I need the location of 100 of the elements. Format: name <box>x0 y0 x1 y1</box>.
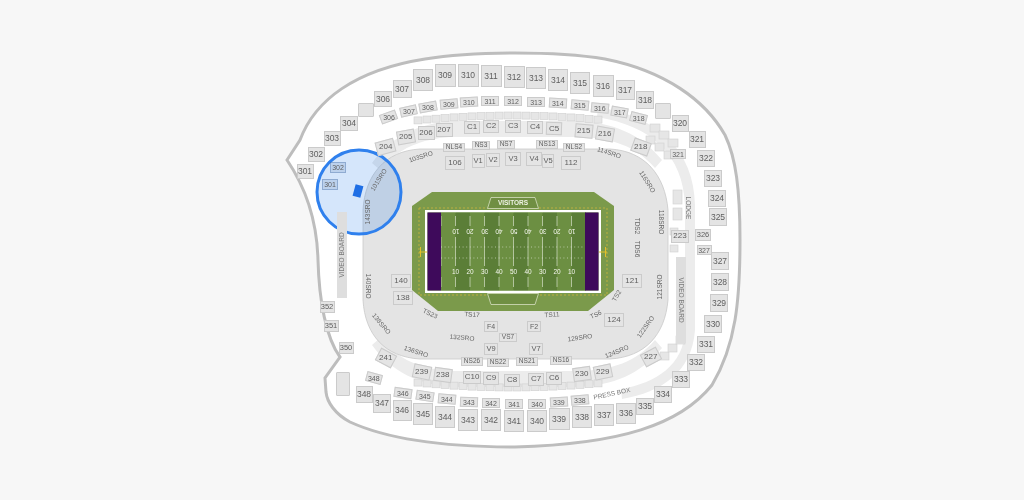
section-number: 140 <box>394 277 408 285</box>
section-number: 241 <box>379 354 393 362</box>
seat-section <box>594 404 614 426</box>
seat-section <box>503 66 525 88</box>
section-number: 124 <box>607 316 621 324</box>
section-number: 205 <box>399 133 413 141</box>
section-number: 301 <box>297 166 313 176</box>
section-number: 321 <box>689 134 705 144</box>
section-number: 334 <box>655 389 671 399</box>
section-number: 342 <box>483 415 499 425</box>
seat-section <box>437 393 457 405</box>
section-number: 336 <box>618 408 634 418</box>
section-number: 322 <box>698 153 714 163</box>
section-number: C5 <box>548 124 560 132</box>
section-number: 327 <box>712 256 728 266</box>
section-number: 215 <box>577 127 591 135</box>
section-number: 324 <box>709 193 725 203</box>
end-zone-banner <box>487 293 539 305</box>
section-number: 227 <box>644 353 658 361</box>
section-number: 239 <box>415 368 429 376</box>
section-number: 318 <box>637 95 653 105</box>
section-number: 331 <box>698 339 714 349</box>
seat-section <box>570 394 590 406</box>
section-number: 347 <box>374 398 390 408</box>
section-number: C10 <box>464 373 480 381</box>
section-number: 345 <box>415 409 431 419</box>
seat-section <box>459 96 479 108</box>
seat-section <box>480 65 502 87</box>
seat-section <box>655 103 671 119</box>
section-number: 313 <box>528 73 544 83</box>
section-number: 306 <box>375 94 391 104</box>
seat-section <box>548 408 570 430</box>
seat-section <box>548 69 568 91</box>
seat-section <box>459 396 479 408</box>
section-number: C7 <box>530 375 542 383</box>
section-number: 348 <box>356 389 372 399</box>
section-number: 323 <box>705 173 721 183</box>
seat-section <box>549 396 569 408</box>
section-number: C3 <box>507 122 519 130</box>
section-number: 325 <box>710 212 726 222</box>
section-number: 339 <box>551 414 567 424</box>
section-number: 302 <box>308 149 324 159</box>
section-number: C9 <box>485 374 497 382</box>
section-number: 310 <box>460 70 476 80</box>
section-number: 320 <box>672 118 688 128</box>
seat-section <box>439 98 459 110</box>
section-number: C2 <box>485 122 497 130</box>
seat-section <box>336 372 350 396</box>
section-number: 338 <box>574 412 590 422</box>
section-number: 314 <box>550 75 566 85</box>
section-number: 230 <box>575 370 589 378</box>
seat-section <box>548 97 568 109</box>
section-number: 333 <box>673 374 689 384</box>
seat-section <box>570 99 590 111</box>
section-number: 229 <box>596 368 610 376</box>
seat-section <box>458 409 478 431</box>
section-number: 204 <box>378 143 392 151</box>
section-number: 138 <box>396 294 410 302</box>
seat-section <box>572 406 592 428</box>
section-number: 316 <box>595 81 611 91</box>
section-number: 223 <box>673 232 687 240</box>
seat-section <box>710 294 728 312</box>
section-number: 317 <box>617 85 633 95</box>
seat-section <box>709 208 727 226</box>
section-number: 344 <box>437 412 453 422</box>
section-number: C1 <box>466 123 478 131</box>
section-number: 346 <box>394 405 410 415</box>
section-number: 304 <box>341 118 357 128</box>
section-number: 330 <box>705 319 721 329</box>
seat-section <box>526 67 546 89</box>
section-number: 312 <box>506 72 522 82</box>
section-number: 328 <box>712 277 728 287</box>
section-number: 337 <box>596 410 612 420</box>
section-number: 303 <box>324 133 340 143</box>
seat-section <box>590 102 610 114</box>
section-number: 309 <box>437 70 453 80</box>
seat-section <box>435 406 455 428</box>
video-board <box>676 257 686 343</box>
seat-section <box>481 409 501 431</box>
seat-section <box>711 273 729 291</box>
seat-section <box>504 410 524 432</box>
section-number: 112 <box>564 159 578 167</box>
seat-section <box>704 315 722 333</box>
section-number: 329 <box>711 298 727 308</box>
seat-section <box>413 69 433 91</box>
section-number: 311 <box>484 71 498 81</box>
section-number: C6 <box>548 374 560 382</box>
seat-section <box>592 75 614 97</box>
video-board <box>337 212 347 298</box>
section-number: 106 <box>448 159 462 167</box>
section-number: 341 <box>506 416 522 426</box>
section-number: 332 <box>688 357 704 367</box>
section-number: C8 <box>506 376 518 384</box>
seat-section <box>711 252 729 270</box>
section-number: 238 <box>436 371 450 379</box>
section-number: C4 <box>529 123 541 131</box>
section-number: 206 <box>419 129 433 137</box>
section-number: 307 <box>394 84 410 94</box>
seat-section <box>358 103 374 117</box>
section-number: 343 <box>460 415 476 425</box>
